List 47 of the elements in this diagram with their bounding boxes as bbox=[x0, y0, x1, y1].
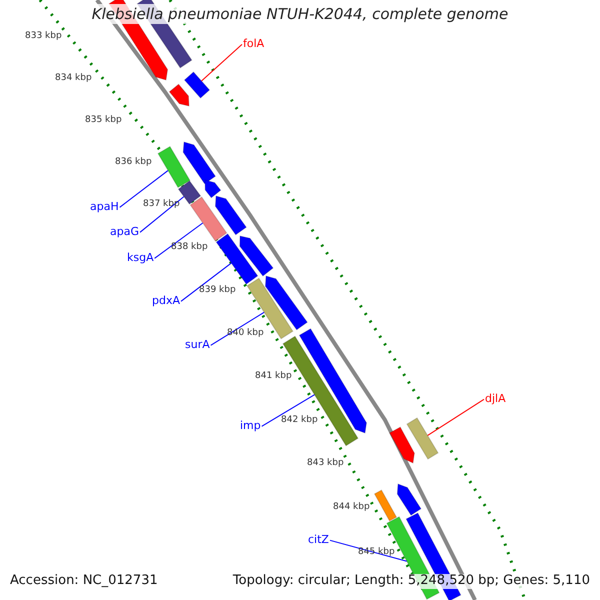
gene-feature bbox=[264, 275, 308, 330]
gene-feature bbox=[298, 328, 368, 434]
gene-label: folA bbox=[243, 38, 264, 51]
gene-feature bbox=[168, 84, 190, 107]
leader-line bbox=[180, 262, 232, 302]
gene-feature bbox=[246, 278, 294, 340]
scale-label: 842 kbp bbox=[281, 415, 318, 426]
gene-label: citZ bbox=[308, 534, 329, 547]
leader-line bbox=[261, 394, 316, 427]
scale-label: 839 kbp bbox=[199, 285, 236, 296]
gene-label: apaH bbox=[90, 201, 119, 214]
gene-feature bbox=[389, 426, 415, 464]
gene-feature bbox=[239, 235, 274, 277]
gene-label: djlA bbox=[485, 393, 506, 406]
scale-label: 841 kbp bbox=[255, 371, 292, 382]
gene-feature bbox=[182, 141, 216, 184]
gene-label: apaG bbox=[110, 226, 139, 239]
gene-feature bbox=[374, 489, 398, 522]
leader-line bbox=[210, 312, 265, 346]
gene-label: pdxA bbox=[152, 295, 180, 308]
leader-line bbox=[329, 540, 408, 562]
gene-feature bbox=[157, 146, 191, 188]
scale-label: 843 kbp bbox=[307, 458, 344, 468]
gene-feature bbox=[216, 233, 258, 285]
leader-line bbox=[427, 398, 484, 436]
gene-feature bbox=[184, 71, 210, 99]
scale-label: 844 kbp bbox=[333, 502, 370, 512]
scale-label: 838 kbp bbox=[171, 242, 208, 252]
gene-feature bbox=[190, 196, 228, 242]
leader-line bbox=[200, 44, 242, 82]
gene-feature bbox=[178, 180, 202, 205]
scale-label: 834 kbp bbox=[55, 73, 92, 84]
accession-text: Accession: NC_012731 bbox=[10, 574, 158, 589]
gene-feature bbox=[396, 483, 422, 516]
leader-line bbox=[154, 222, 204, 259]
gene-label: surA bbox=[185, 339, 210, 352]
gene-label: ksgA bbox=[127, 252, 154, 265]
scale-label: 835 kbp bbox=[85, 115, 122, 126]
leader-line bbox=[140, 196, 184, 233]
gene-feature bbox=[204, 179, 222, 198]
gene-label: imp bbox=[240, 420, 261, 433]
leader-line bbox=[119, 170, 168, 208]
genome-info-text: Topology: circular; Length: 5,248,520 bp; Genes: 5,110 bbox=[232, 574, 590, 589]
gene-feature bbox=[214, 195, 247, 236]
scale-label: 836 kbp bbox=[115, 157, 152, 168]
scale-label: 833 kbp bbox=[25, 31, 62, 42]
gene-feature bbox=[406, 417, 439, 460]
